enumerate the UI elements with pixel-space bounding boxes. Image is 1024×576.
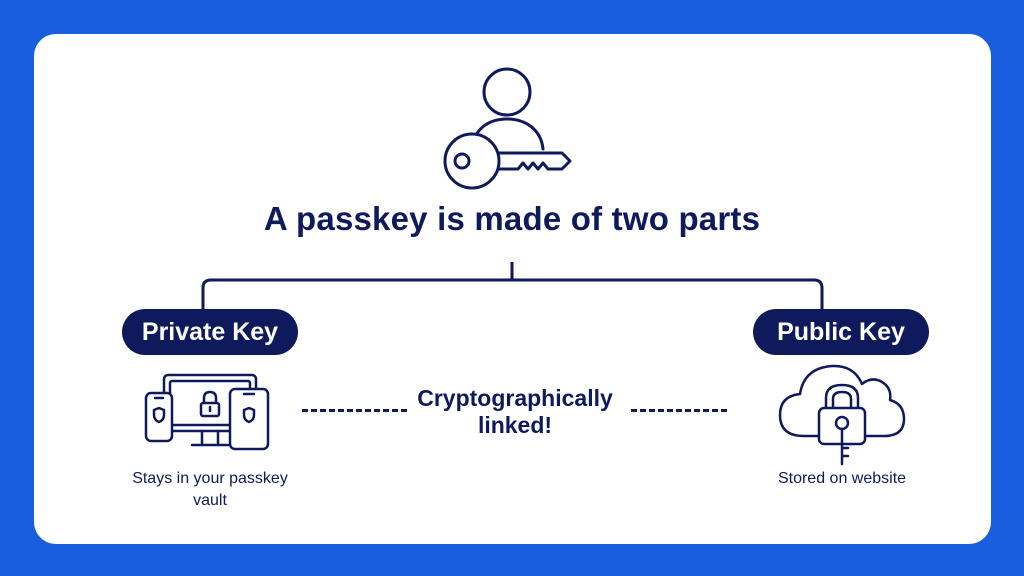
crypto-link-text: Cryptographically linked!	[417, 385, 613, 438]
user-key-icon	[443, 67, 572, 190]
cloud-lock-key-icon	[778, 364, 906, 466]
dotted-link-left	[302, 409, 407, 412]
private-key-caption: Stays in your passkey vault	[132, 470, 288, 509]
page-title: A passkey is made of two parts	[263, 200, 761, 237]
private-key-label: Private Key	[122, 309, 298, 355]
devices-lock-icon	[144, 373, 270, 451]
public-key-caption: Stored on website	[777, 470, 907, 487]
dotted-link-right	[631, 409, 727, 412]
public-key-label: Public Key	[753, 309, 929, 355]
